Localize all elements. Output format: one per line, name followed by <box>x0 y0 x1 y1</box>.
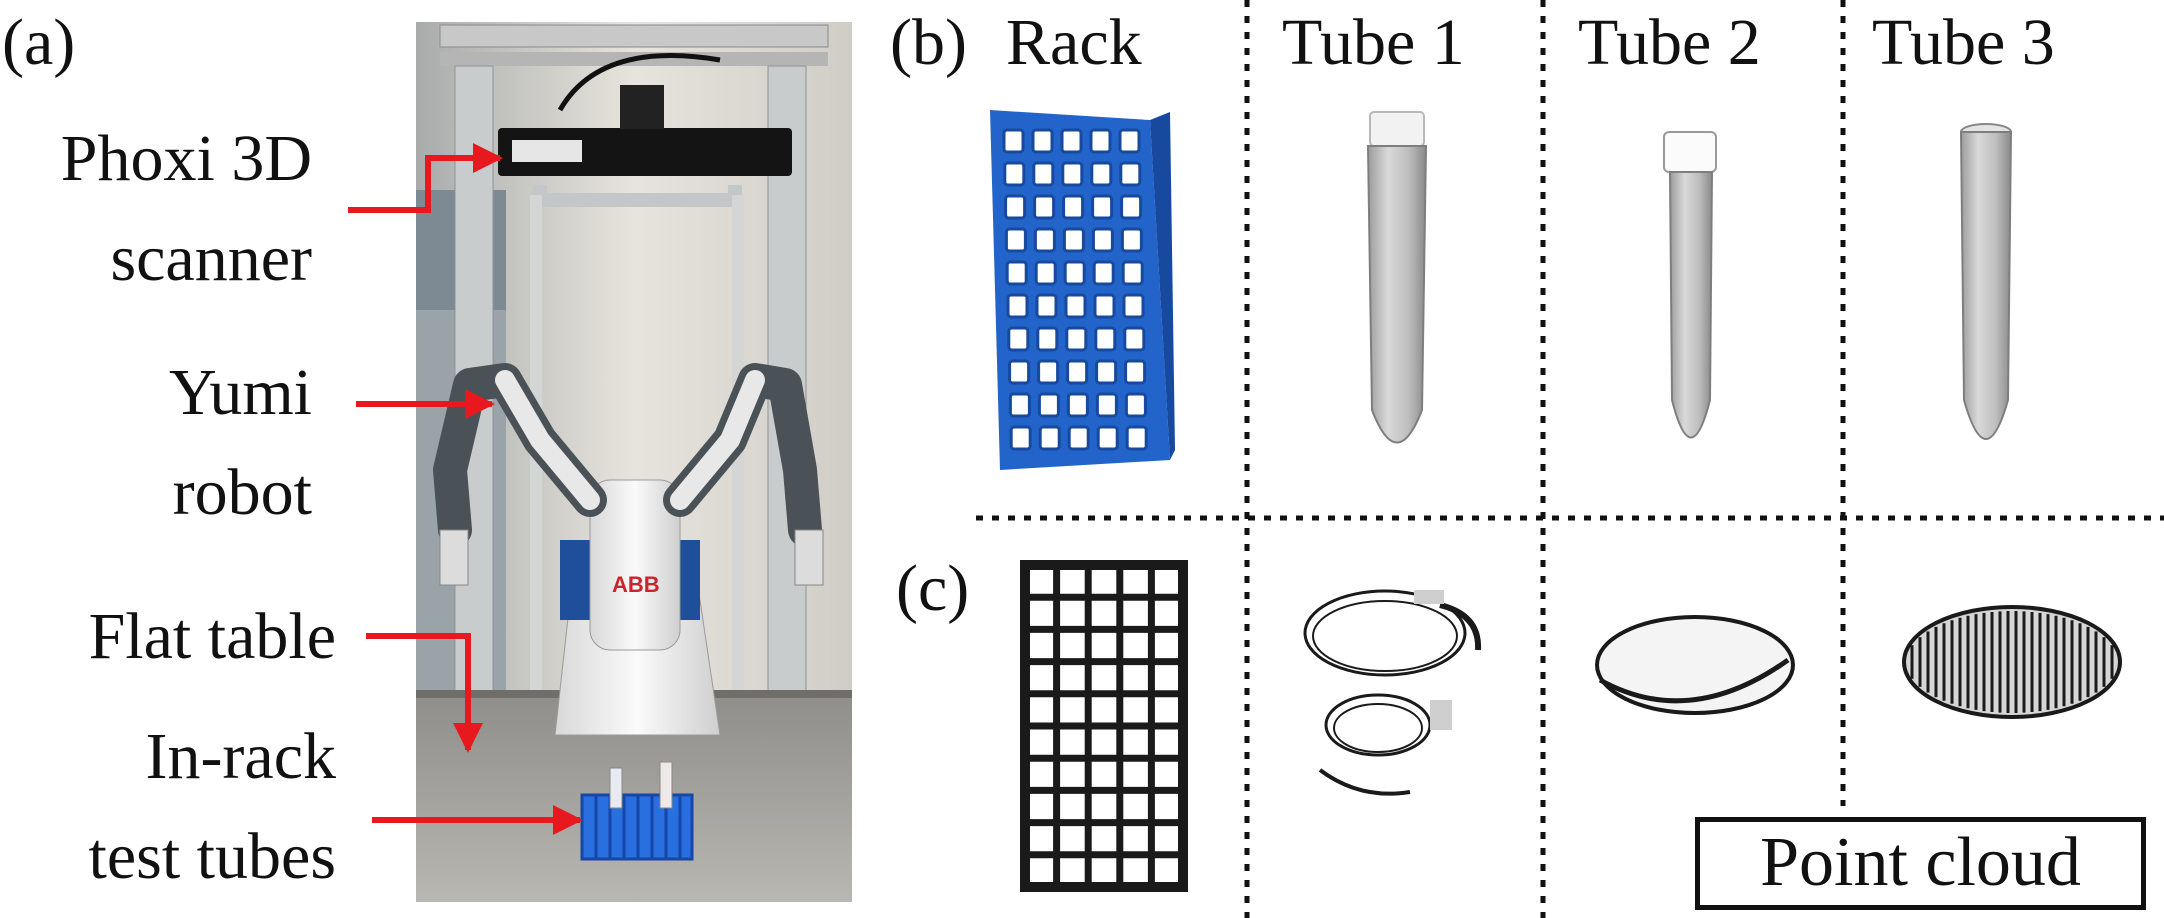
rack-cell <box>1061 161 1084 187</box>
rack-cell <box>1008 359 1031 385</box>
rack-cell <box>1064 293 1087 319</box>
rack-cell <box>1091 194 1114 220</box>
panel-b-tag: (b) <box>890 6 967 79</box>
rack-cell <box>1037 392 1060 418</box>
tube-1-photo <box>1366 111 1428 444</box>
rack-cell <box>1124 359 1147 385</box>
arrow-scanner <box>348 143 503 213</box>
rack-cell <box>1036 326 1059 352</box>
tube-3-photo <box>1959 123 2013 440</box>
rack-cell <box>1004 194 1027 220</box>
rack-cell <box>1005 260 1028 286</box>
panel-c-tag: (c) <box>896 552 970 625</box>
robot-cell-photo: ABB <box>416 22 852 902</box>
rack-cell <box>1009 425 1032 451</box>
rack-cell <box>1037 359 1060 385</box>
tube-2-photo <box>1663 131 1717 439</box>
header-tube-2: Tube 2 <box>1578 6 1761 79</box>
panel-a-tag: (a) <box>2 6 76 79</box>
label-robot-line2: robot <box>172 456 312 529</box>
rack-cell <box>1033 194 1056 220</box>
tube-3-point-cloud <box>1902 605 2122 719</box>
grid-dividers <box>976 0 2164 918</box>
rack-cell <box>1031 128 1054 154</box>
rack-cell <box>1094 326 1117 352</box>
header-tube-3: Tube 3 <box>1872 6 2055 79</box>
arrow-table <box>366 633 483 753</box>
rack-cell <box>1121 260 1144 286</box>
rack-cell <box>1003 161 1026 187</box>
rack-cell <box>1095 359 1118 385</box>
rack-cell <box>1066 392 1089 418</box>
rack-point-cloud <box>1020 560 1188 892</box>
rack-cell <box>1120 194 1143 220</box>
rack-cell <box>1093 293 1116 319</box>
rack-cell <box>1062 194 1085 220</box>
rack-cell <box>1038 425 1061 451</box>
rack-cell <box>1118 128 1141 154</box>
rack-cell <box>1091 227 1114 253</box>
rack-cell <box>1008 392 1031 418</box>
rack-cell <box>1090 161 1113 187</box>
rack-cell <box>1096 425 1119 451</box>
rack-cell <box>1122 293 1145 319</box>
tube-2-point-cloud <box>1595 615 1795 715</box>
rack-cell <box>1120 227 1143 253</box>
callout-arrows <box>348 143 583 835</box>
label-robot-line1: Yumi <box>168 356 312 429</box>
rack-cell <box>1007 326 1030 352</box>
rack-cell <box>1089 128 1112 154</box>
rack-cell <box>1034 260 1057 286</box>
rack-cell <box>1066 359 1089 385</box>
rack-cell <box>1092 260 1115 286</box>
header-tube-1: Tube 1 <box>1282 6 1465 79</box>
tube-1-point-cloud <box>1303 589 1482 796</box>
rack-cell <box>1123 326 1146 352</box>
rack-cell <box>1002 128 1025 154</box>
rack-cell <box>1063 260 1086 286</box>
label-tubes-line1: In-rack <box>145 720 336 793</box>
rack-cell <box>1035 293 1058 319</box>
rack-cell <box>1062 227 1085 253</box>
rack-cell <box>1004 227 1027 253</box>
rack-cell <box>1095 392 1118 418</box>
label-scanner-line1: Phoxi 3D <box>60 122 312 195</box>
rack-photo <box>990 110 1175 470</box>
rack-cell <box>1032 161 1055 187</box>
rack-cell <box>1125 425 1148 451</box>
rack-cell <box>1124 392 1147 418</box>
rack-cell <box>1067 425 1090 451</box>
rack-cell <box>1006 293 1029 319</box>
point-cloud-legend-box: Point cloud <box>1695 817 2146 910</box>
label-table: Flat table <box>88 600 336 673</box>
rack-cell <box>1119 161 1142 187</box>
label-scanner-line2: scanner <box>110 222 312 295</box>
rack-cell <box>1065 326 1088 352</box>
rack-cell <box>1033 227 1056 253</box>
label-tubes-line2: test tubes <box>88 820 336 893</box>
rack-cell <box>1060 128 1083 154</box>
header-rack: Rack <box>1006 6 1142 79</box>
abb-logo: ABB <box>612 572 660 597</box>
